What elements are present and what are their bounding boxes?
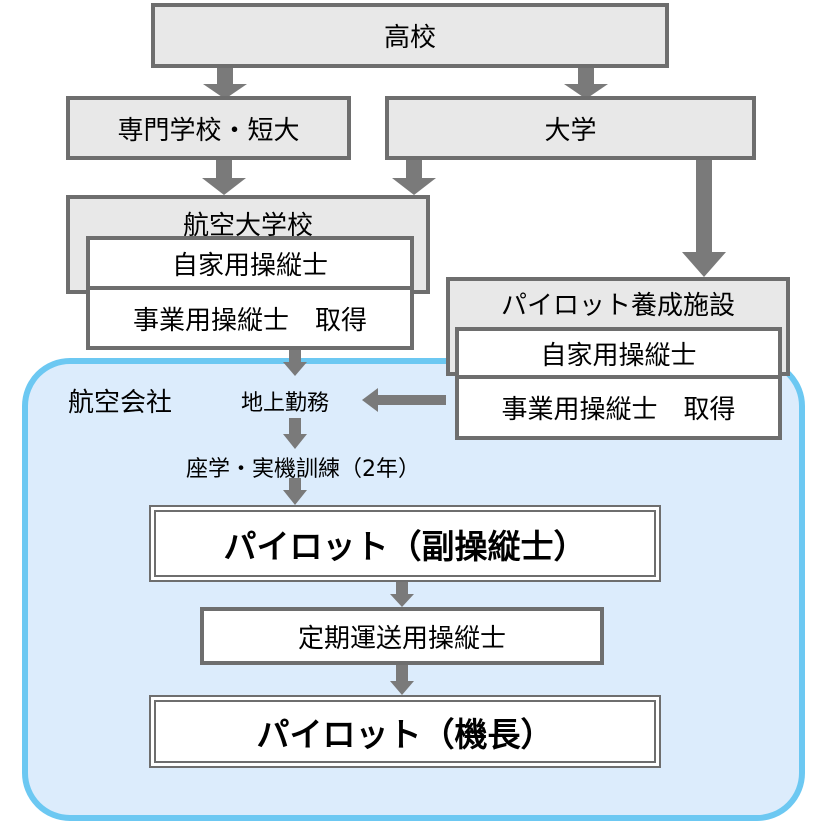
- arrow-copilot-atp: [396, 582, 408, 596]
- training-facility-private-box: 自家用操縦士: [455, 327, 782, 379]
- aviation-college-commercial-box: 事業用操縦士 取得: [86, 286, 414, 350]
- atp-license-box: 定期運送用操縦士: [200, 607, 604, 665]
- ground-duty-label: 地上勤務: [241, 391, 330, 416]
- copilot-label: パイロット（副操縦士）: [223, 526, 587, 566]
- captain-box: パイロット（機長）: [149, 695, 661, 768]
- vocational-label: 専門学校・短大: [117, 115, 300, 146]
- arrow-university-facility: [696, 160, 712, 252]
- arrow-hs-university: [578, 68, 594, 84]
- training-facility-commercial-label: 事業用操縦士 取得: [501, 395, 736, 425]
- arrow-ground-training-head: [283, 434, 307, 449]
- arrow-commercial-ground: [289, 350, 301, 364]
- high-school-box: 高校: [151, 3, 669, 68]
- training-label: 座学・実機訓練（2年）: [186, 457, 420, 482]
- arrow-university-facility-head: [682, 252, 726, 277]
- arrow-atp-captain-head: [390, 681, 414, 695]
- arrow-hs-university-head: [564, 84, 608, 99]
- aviation-college-commercial-label: 事業用操縦士 取得: [132, 305, 367, 336]
- arrow-university-college: [406, 160, 422, 178]
- training-facility-label: パイロット養成施設: [500, 291, 735, 321]
- arrow-training-copilot-head: [283, 490, 307, 505]
- training-facility-private-label: 自家用操縦士: [540, 340, 697, 371]
- airline-label: 航空会社: [68, 388, 173, 418]
- university-box: 大学: [385, 96, 756, 160]
- arrow-vocational-college-head: [202, 178, 246, 195]
- arrow-university-college-head: [392, 178, 436, 195]
- aviation-college-private-box: 自家用操縦士: [86, 236, 414, 290]
- arrow-copilot-atp-head: [390, 594, 414, 607]
- high-school-label: 高校: [383, 23, 436, 53]
- university-label: 大学: [544, 115, 597, 146]
- arrow-training-copilot: [289, 478, 301, 492]
- atp-license-label: 定期運送用操縦士: [297, 623, 506, 654]
- arrow-facility-ground-head: [362, 388, 378, 412]
- arrow-ground-training: [289, 418, 301, 436]
- arrow-vocational-college: [216, 160, 232, 178]
- training-facility-commercial-box: 事業用操縦士 取得: [455, 375, 782, 440]
- vocational-box: 専門学校・短大: [66, 96, 351, 160]
- arrow-hs-vocational-head: [203, 84, 247, 99]
- arrow-hs-vocational: [217, 68, 233, 84]
- copilot-box: パイロット（副操縦士）: [149, 505, 661, 582]
- arrow-commercial-ground-head: [283, 362, 307, 376]
- aviation-college-private-label: 自家用操縦士: [171, 250, 328, 281]
- arrow-atp-captain: [396, 665, 408, 683]
- captain-label: パイロット（機長）: [256, 714, 554, 754]
- arrow-facility-ground: [376, 395, 446, 405]
